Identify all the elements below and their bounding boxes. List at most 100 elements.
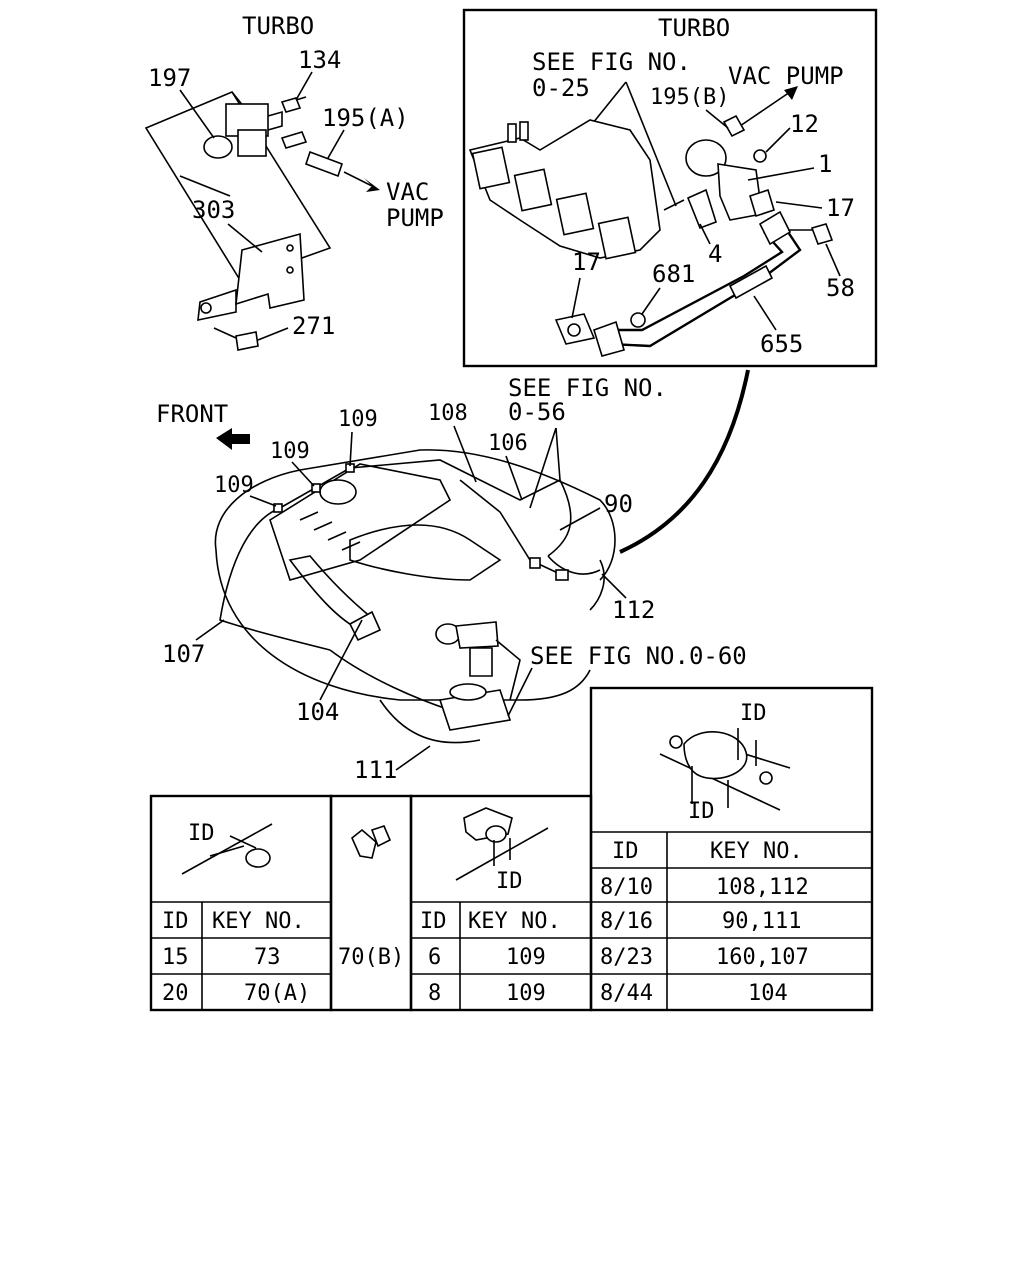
callout-108: 108 [428,401,468,426]
callout-271: 271 [292,312,335,340]
egr-valve-body-1 [717,163,763,221]
callout-195b: 195(B) [650,85,729,110]
see-fig-025-line2: 0-25 [532,74,590,102]
bolt-134 [280,97,302,113]
table4-row1-id: 8/10 [600,875,653,900]
table1-frame [149,794,333,1012]
table4-header-key: KEY NO. [710,839,803,864]
oil-filler-cap [319,479,357,505]
hose-111 [379,699,481,744]
valve-cover-ribs [299,511,361,551]
pipe-flange-bottom [593,320,625,357]
vac-pump-label-left-line2: PUMP [386,204,444,232]
callout-195a: 195(A) [322,104,409,132]
table1-row2-id: 20 [162,981,189,1006]
vac-pump-arrow-right [784,86,798,100]
table3-row1-id: 6 [428,945,441,970]
front-arrow-icon [216,428,250,450]
manifold-stud-1 [507,123,517,143]
hose-112 [589,559,605,611]
hose-main-run [279,459,561,509]
vacuum-pump-top [449,683,487,701]
table3-id-label: ID [496,869,523,894]
see-fig-056-line2: 0-56 [508,398,566,426]
table4-row3-id: 8/23 [600,945,653,970]
engine-group: FRONT SEE FIG NO. 0-56 [156,374,747,784]
nut-12 [753,149,767,163]
table1-header-key: KEY NO. [212,909,305,934]
hose-fitting [280,131,308,149]
vacuum-switch-canister [203,135,233,159]
table1-row1-id: 15 [162,945,189,970]
clip-109-a [273,503,283,513]
callout-107: 107 [162,640,205,668]
manifold-port-2 [513,168,553,212]
intake-plenum [349,524,502,581]
engine-lower-outline [215,549,591,701]
turbo-right-box: TURBO SEE FIG NO. 0-25 VAC PUMP 195(B) 1… [462,8,878,368]
bracket-plane-outline [144,91,332,281]
table4-id-label-top: ID [740,701,767,726]
pipe-flange-top [758,210,792,246]
vsv-body [455,621,499,649]
callout-12: 12 [790,110,819,138]
callout-90: 90 [604,490,633,518]
vsv-bracket [469,647,493,677]
table4-row2-id: 8/16 [600,909,653,934]
hose-195a [304,150,344,178]
table3-row2-key: 109 [506,981,546,1006]
vac-pump-label-right: VAC PUMP [728,62,844,90]
table3-header-id: ID [420,909,447,934]
table4-row2-key: 90,111 [722,909,801,934]
bolt-58 [810,223,834,245]
callout-17b: 17 [572,248,601,276]
table1-clip-icon [245,848,271,868]
manifold-stud-2 [519,121,529,141]
callout-109-a: 109 [338,407,378,432]
table4-clip-icon [683,731,748,780]
callout-134: 134 [298,46,341,74]
clip-109-b [311,483,321,493]
callout-112: 112 [612,596,655,624]
callout-104: 104 [296,698,339,726]
table3-header-key: KEY NO. [468,909,561,934]
bracket-303 [235,232,305,309]
pipe-sleeve [728,264,774,300]
table4-row4-id: 8/44 [600,981,653,1006]
hose-connector [529,557,541,569]
see-fig-025-line1: SEE FIG NO. [532,48,691,76]
table4-row1-key: 108,112 [716,875,809,900]
callout-655: 655 [760,330,803,358]
nut-681 [630,312,646,328]
callout-4: 4 [708,240,722,268]
callout-303: 303 [192,196,235,224]
see-fig-056-line1: SEE FIG NO. [508,374,667,402]
callout-109-c: 109 [214,473,254,498]
turbo-right-title: TURBO [658,14,730,42]
table3-row2-id: 8 [428,981,441,1006]
callout-111: 111 [354,756,397,784]
turbo-left-title: TURBO [242,12,314,40]
see-fig-060: SEE FIG NO.0-60 [530,642,747,670]
table4-frame [589,686,874,1012]
turbo-right-frame [462,8,878,368]
callout-58: 58 [826,274,855,302]
hose-106 [547,479,572,557]
callout-197: 197 [148,64,191,92]
gasket-17b [554,313,596,345]
egr-pipe-655-bottom [606,231,784,332]
vac-pump-label-left-line1: VAC [386,178,429,206]
manifold-port-4 [597,216,637,260]
vac-pump-arrow-left [364,178,380,192]
callout-1: 1 [818,150,832,178]
engine-upper-outline [214,449,616,581]
hose-107 [219,507,331,651]
gasket-17a [749,188,775,218]
hose-90 [547,555,601,575]
manifold-port-1 [471,146,511,190]
table2-frame [329,794,413,1012]
table1-row1-key: 73 [254,945,281,970]
vacuum-switch-connector [237,129,267,157]
callout-109-b: 109 [270,439,310,464]
